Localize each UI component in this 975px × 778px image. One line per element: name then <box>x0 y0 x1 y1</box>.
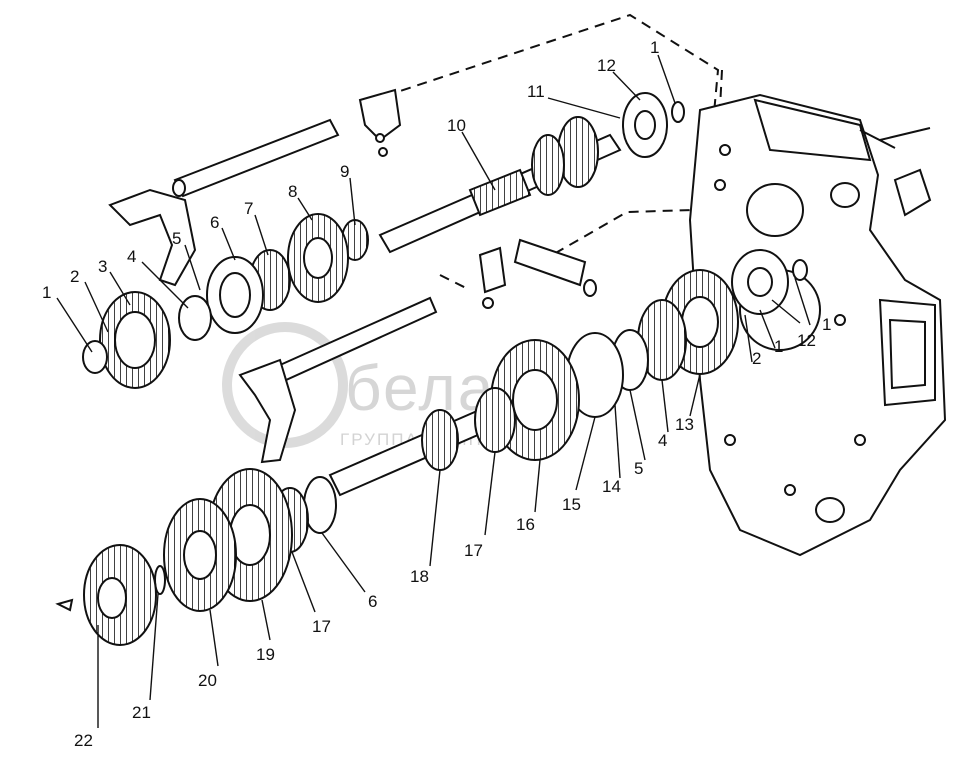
snap-ring-lower <box>792 259 808 281</box>
callout-7: 7 <box>244 199 253 218</box>
callout-22: 22 <box>74 731 93 750</box>
callout-4a: 4 <box>127 247 136 266</box>
callout-19: 19 <box>256 645 275 664</box>
leader-lines <box>56 54 811 728</box>
callout-12a: 12 <box>597 56 616 75</box>
callout-14: 14 <box>602 477 621 496</box>
callout-17b: 17 <box>312 617 331 636</box>
shift-fork-upper <box>108 188 197 287</box>
callout-2a: 2 <box>70 267 79 286</box>
selector-lever <box>478 246 507 294</box>
gear-17-upper <box>474 387 516 453</box>
callout-9: 9 <box>340 162 349 181</box>
upper-shaft-assembly <box>82 92 685 389</box>
selector-shaft <box>513 238 587 287</box>
snap-ring-1 <box>82 340 108 374</box>
shift-lever-upper <box>358 88 402 142</box>
snap-ring-upper <box>671 101 685 123</box>
lower-shaft-assembly <box>55 249 808 646</box>
callout-13: 13 <box>675 415 694 434</box>
callout-17a: 17 <box>464 541 483 560</box>
callout-4b: 4 <box>658 431 667 450</box>
gearbox-housing <box>688 93 947 557</box>
shift-fork-lower <box>238 358 297 464</box>
callout-labels: 1 2 3 4 5 6 7 8 9 10 11 12 1 1 12 1 2 13… <box>42 38 831 750</box>
callout-21: 21 <box>132 703 151 722</box>
callout-6b: 6 <box>368 592 377 611</box>
upper-shift-rod <box>108 88 402 287</box>
callout-10: 10 <box>447 116 466 135</box>
callout-20: 20 <box>198 671 217 690</box>
callout-1b: 1 <box>650 38 659 57</box>
callout-12b: 12 <box>797 331 816 350</box>
callout-15: 15 <box>562 495 581 514</box>
callout-8: 8 <box>288 182 297 201</box>
callout-1c: 1 <box>822 315 831 334</box>
callout-1d: 1 <box>774 337 783 356</box>
needle-bearing-4 <box>178 295 212 341</box>
upper-gear-cluster <box>557 116 599 188</box>
gear-18 <box>421 409 459 471</box>
callout-6a: 6 <box>210 213 219 232</box>
callout-18: 18 <box>410 567 429 586</box>
callout-16: 16 <box>516 515 535 534</box>
callout-3: 3 <box>98 257 107 276</box>
callout-1a: 1 <box>42 283 51 302</box>
middle-shift-rod <box>238 238 597 464</box>
callout-5a: 5 <box>172 229 181 248</box>
callout-11: 11 <box>527 82 545 101</box>
callout-2b: 2 <box>752 349 761 368</box>
callout-5b: 5 <box>634 459 643 478</box>
